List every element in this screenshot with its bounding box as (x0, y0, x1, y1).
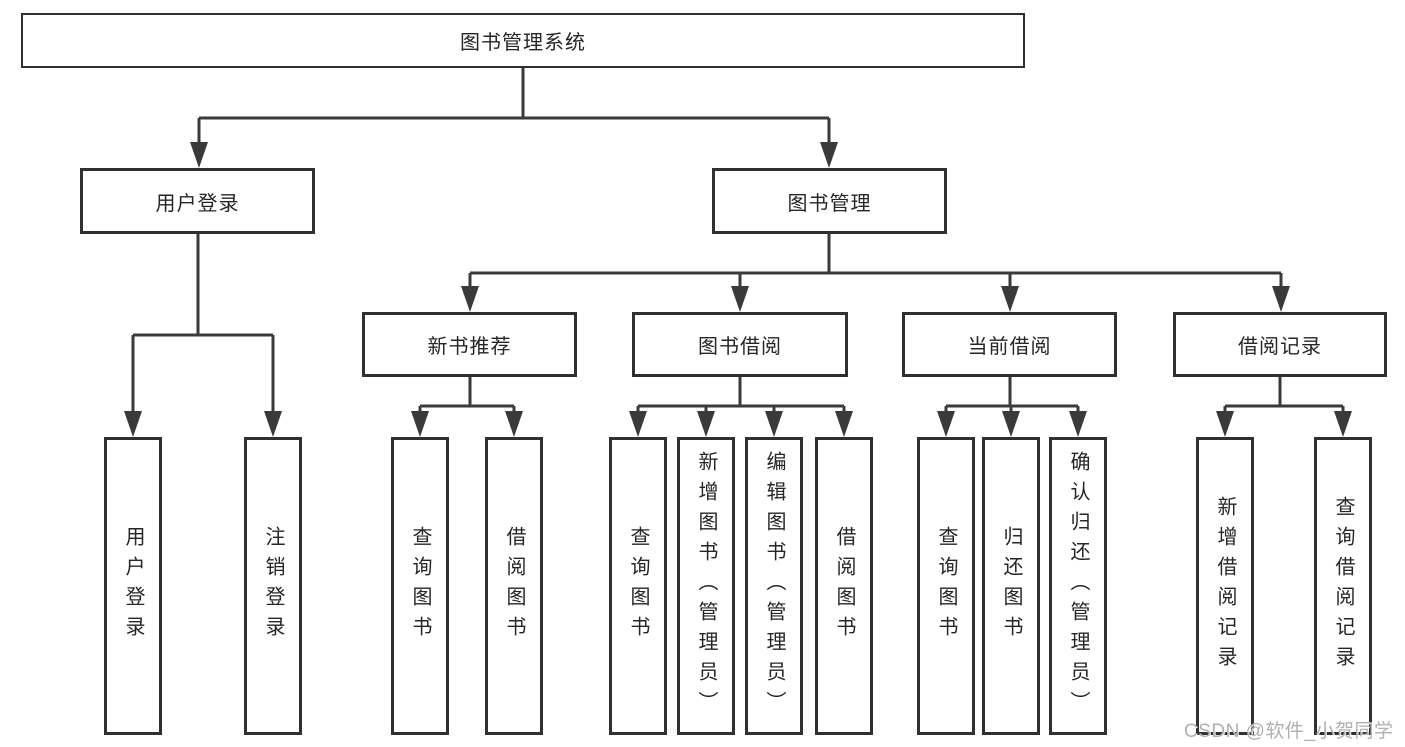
leaf-edit-books-admin: 编辑图书（管理员） (745, 437, 803, 735)
node-label: 当前借阅 (967, 336, 1052, 358)
node-label: 图书管理系统 (460, 32, 586, 54)
leaf-query-books-borrow: 查询图书 (609, 437, 667, 735)
node-borrowing-records: 借阅记录 (1173, 312, 1387, 377)
arrowhead (1069, 411, 1087, 437)
node-label: 用户登录 (155, 192, 240, 215)
arrowhead (835, 411, 853, 437)
arrowhead (697, 411, 715, 437)
leaf-user-login: 用户登录 (104, 437, 162, 735)
node-book-management: 图书管理 (712, 168, 947, 234)
leaf-label: 查询图书 (627, 526, 649, 646)
leaf-label: 编辑图书（管理员） (763, 451, 785, 721)
arrowhead (820, 142, 838, 168)
arrowhead (629, 411, 647, 437)
leaf-label: 归还图书 (1000, 526, 1022, 646)
leaf-return-books: 归还图书 (982, 437, 1040, 735)
leaf-label: 借阅图书 (503, 526, 525, 646)
arrowhead (264, 411, 282, 437)
leaf-label: 确认归还（管理员） (1067, 451, 1089, 721)
arrowhead (411, 411, 429, 437)
leaf-logout-login: 注销登录 (244, 437, 302, 735)
node-label: 图书管理 (787, 192, 872, 215)
arrowhead (1001, 286, 1019, 312)
leaf-label: 借阅图书 (833, 526, 855, 646)
node-label: 新书推荐 (427, 336, 512, 358)
node-label: 借阅记录 (1238, 336, 1322, 358)
node-current-borrowing: 当前借阅 (902, 312, 1117, 377)
leaf-query-borrow-record: 查询借阅记录 (1314, 437, 1372, 735)
arrowhead (765, 411, 783, 437)
arrowhead (461, 286, 479, 312)
leaf-confirm-return-admin: 确认归还（管理员） (1049, 437, 1107, 735)
leaf-label: 查询图书 (409, 526, 431, 646)
leaf-label: 新增图书（管理员） (695, 451, 717, 721)
leaf-label: 查询借阅记录 (1332, 496, 1354, 676)
node-library-management-system: 图书管理系统 (21, 13, 1025, 68)
arrowhead (1272, 286, 1290, 312)
csdn-watermark: CSDN @软件_小贺同学 (1184, 721, 1394, 742)
arrowhead (124, 411, 142, 437)
leaf-add-books-admin: 新增图书（管理员） (677, 437, 735, 735)
arrowhead (1216, 411, 1234, 437)
leaf-label: 用户登录 (122, 526, 144, 646)
leaf-query-books-current: 查询图书 (917, 437, 975, 735)
arrowhead (937, 411, 955, 437)
arrowhead (1002, 411, 1020, 437)
leaf-borrow-books-recommend: 借阅图书 (485, 437, 543, 735)
node-book-borrowing: 图书借阅 (632, 312, 848, 377)
node-new-book-recommendation: 新书推荐 (362, 312, 577, 377)
arrowhead (1334, 411, 1352, 437)
leaf-label: 新增借阅记录 (1214, 496, 1236, 676)
node-label: 图书借阅 (698, 336, 782, 358)
node-user-login: 用户登录 (80, 168, 315, 234)
leaf-borrow-books-borrow: 借阅图书 (815, 437, 873, 735)
leaf-query-books-recommend: 查询图书 (391, 437, 449, 735)
leaf-label: 注销登录 (262, 526, 284, 646)
leaf-add-borrow-record: 新增借阅记录 (1196, 437, 1254, 735)
arrowhead (505, 411, 523, 437)
arrowhead (731, 286, 749, 312)
arrowhead (190, 142, 208, 168)
leaf-label: 查询图书 (935, 526, 957, 646)
